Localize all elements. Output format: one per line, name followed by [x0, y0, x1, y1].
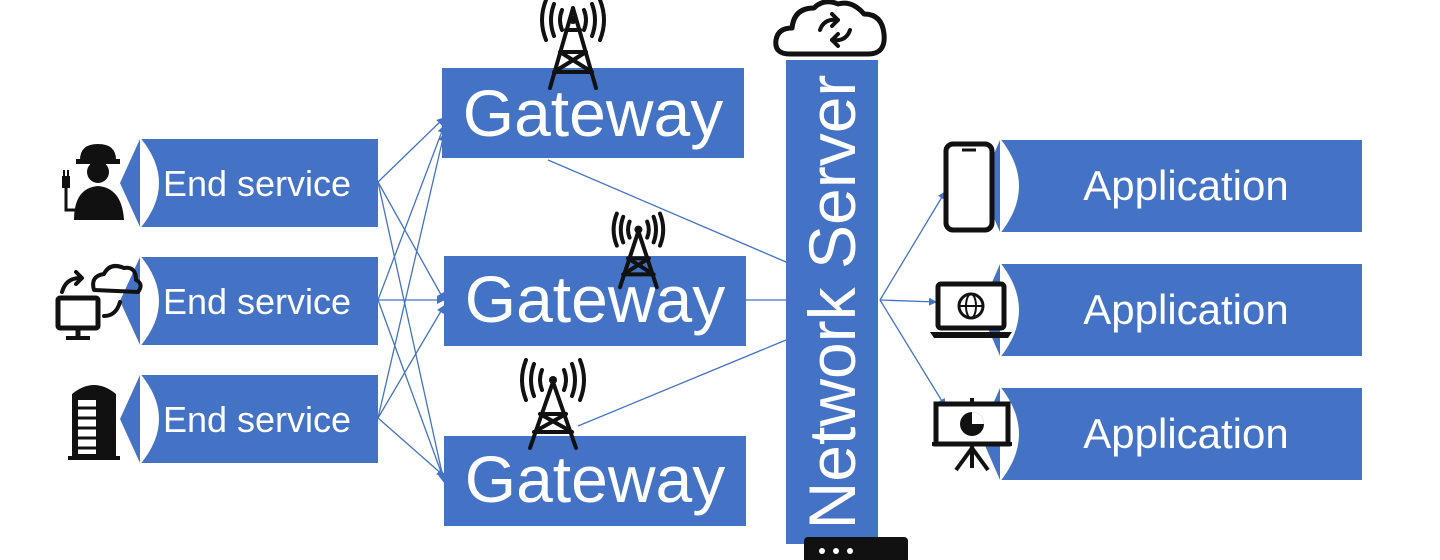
- cloud-sync-icon: [773, 0, 887, 57]
- end-to-gateway-connections: [377, 117, 447, 483]
- gateway-label: Gateway: [465, 262, 725, 336]
- application-3: Application: [980, 387, 1362, 481]
- computer-cloud-sync-icon: [55, 264, 143, 340]
- cabinet-icon: [68, 385, 120, 460]
- server-rack-icon: [804, 537, 908, 560]
- gateway-to-server-connections: [547, 159, 787, 427]
- connector: [879, 191, 946, 301]
- end-service-1: End service: [120, 138, 378, 228]
- connector: [377, 181, 447, 483]
- server-to-app-connections: [879, 191, 946, 407]
- end-service-label: End service: [163, 399, 351, 440]
- network-server-label: Network Server: [795, 75, 869, 530]
- end-service-label: End service: [163, 281, 351, 322]
- connector: [879, 299, 946, 407]
- end-service-2: End service: [120, 256, 378, 346]
- connector: [377, 117, 445, 183]
- connector: [377, 181, 445, 301]
- application-1: Application: [980, 139, 1362, 233]
- end-service-label: End service: [163, 163, 351, 204]
- network-server: Network Server: [786, 60, 878, 544]
- connector: [879, 297, 937, 306]
- connector: [377, 133, 447, 419]
- connector: [547, 159, 787, 263]
- gateway-3: Gateway: [444, 436, 746, 526]
- connector: [377, 417, 445, 477]
- presentation-board-icon: [932, 398, 1012, 472]
- cell-tower-icon: [611, 211, 666, 290]
- electrician-icon: [62, 144, 124, 220]
- connector: [577, 339, 787, 427]
- cell-tower-icon: [520, 358, 586, 450]
- gateway-label: Gateway: [463, 76, 723, 150]
- gateway-2: Gateway: [444, 256, 746, 346]
- connector: [377, 125, 446, 301]
- application-2: Application: [980, 263, 1362, 357]
- connector: [377, 299, 446, 481]
- cell-tower-icon: [540, 0, 606, 90]
- end-service-3: End service: [120, 374, 378, 464]
- laptop-globe-icon: [930, 281, 1012, 338]
- application-label: Application: [1083, 162, 1288, 209]
- smartphone-icon: [943, 141, 995, 233]
- gateway-label: Gateway: [465, 442, 725, 516]
- application-label: Application: [1083, 410, 1288, 457]
- connector: [377, 305, 445, 419]
- application-label: Application: [1083, 286, 1288, 333]
